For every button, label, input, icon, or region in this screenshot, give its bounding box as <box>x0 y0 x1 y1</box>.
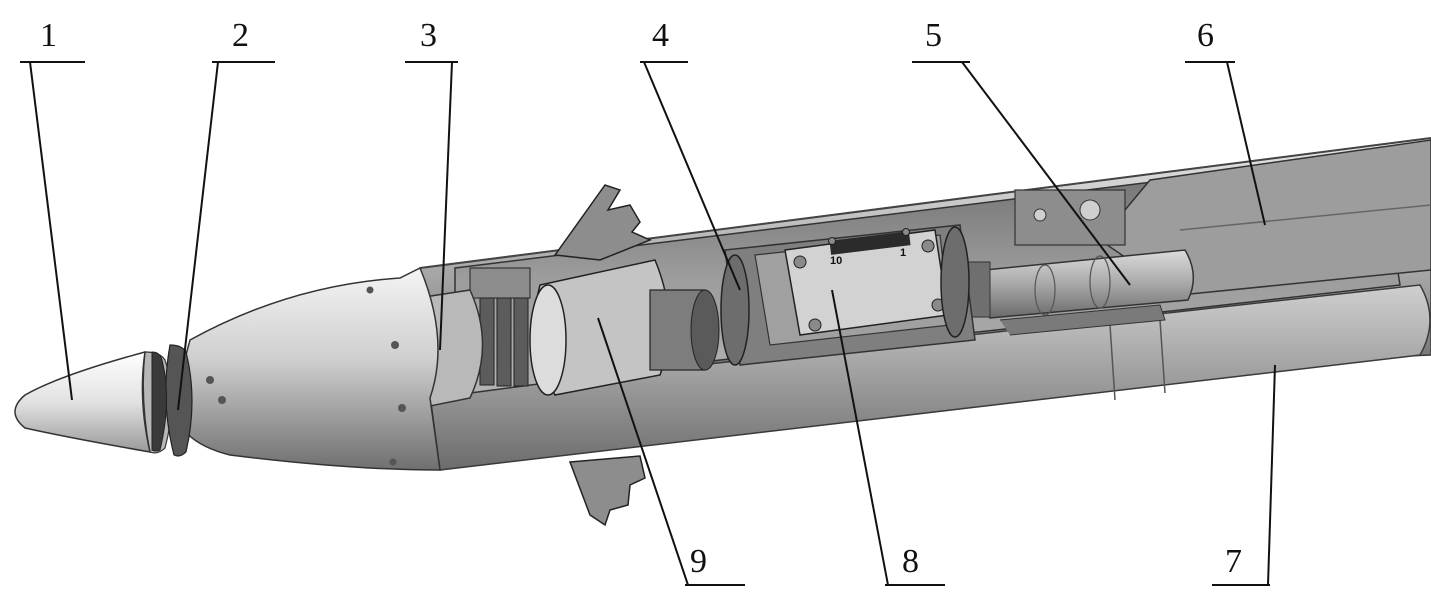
callout-6: 6 <box>1197 17 1214 54</box>
actuator-assembly <box>999 189 1166 336</box>
callout-8: 8 <box>902 543 919 580</box>
connector-pin-label-left: 10 <box>830 255 842 267</box>
callout-2: 2 <box>232 17 249 54</box>
canard-fin-lower <box>568 455 646 527</box>
leader-lines <box>20 61 1276 586</box>
callout-9: 9 <box>690 543 707 580</box>
callout-1: 1 <box>40 17 57 54</box>
lower-tube-section <box>429 284 1431 471</box>
nose-tip <box>14 350 151 453</box>
callout-7: 7 <box>1225 543 1242 580</box>
callout-5: 5 <box>925 17 942 54</box>
canard-fin-upper <box>553 184 652 261</box>
callout-4: 4 <box>652 17 669 54</box>
connector-pin-label-right: 1 <box>900 247 906 259</box>
callout-labels: 1 2 3 4 5 6 7 8 9 <box>40 17 1242 580</box>
nose-ring-bands <box>142 344 193 457</box>
connector-board: 10 1 <box>784 228 949 336</box>
battery-stack <box>469 267 531 387</box>
bulkhead-ring <box>720 226 970 366</box>
callout-3: 3 <box>420 17 437 54</box>
nose-cone <box>173 266 441 471</box>
